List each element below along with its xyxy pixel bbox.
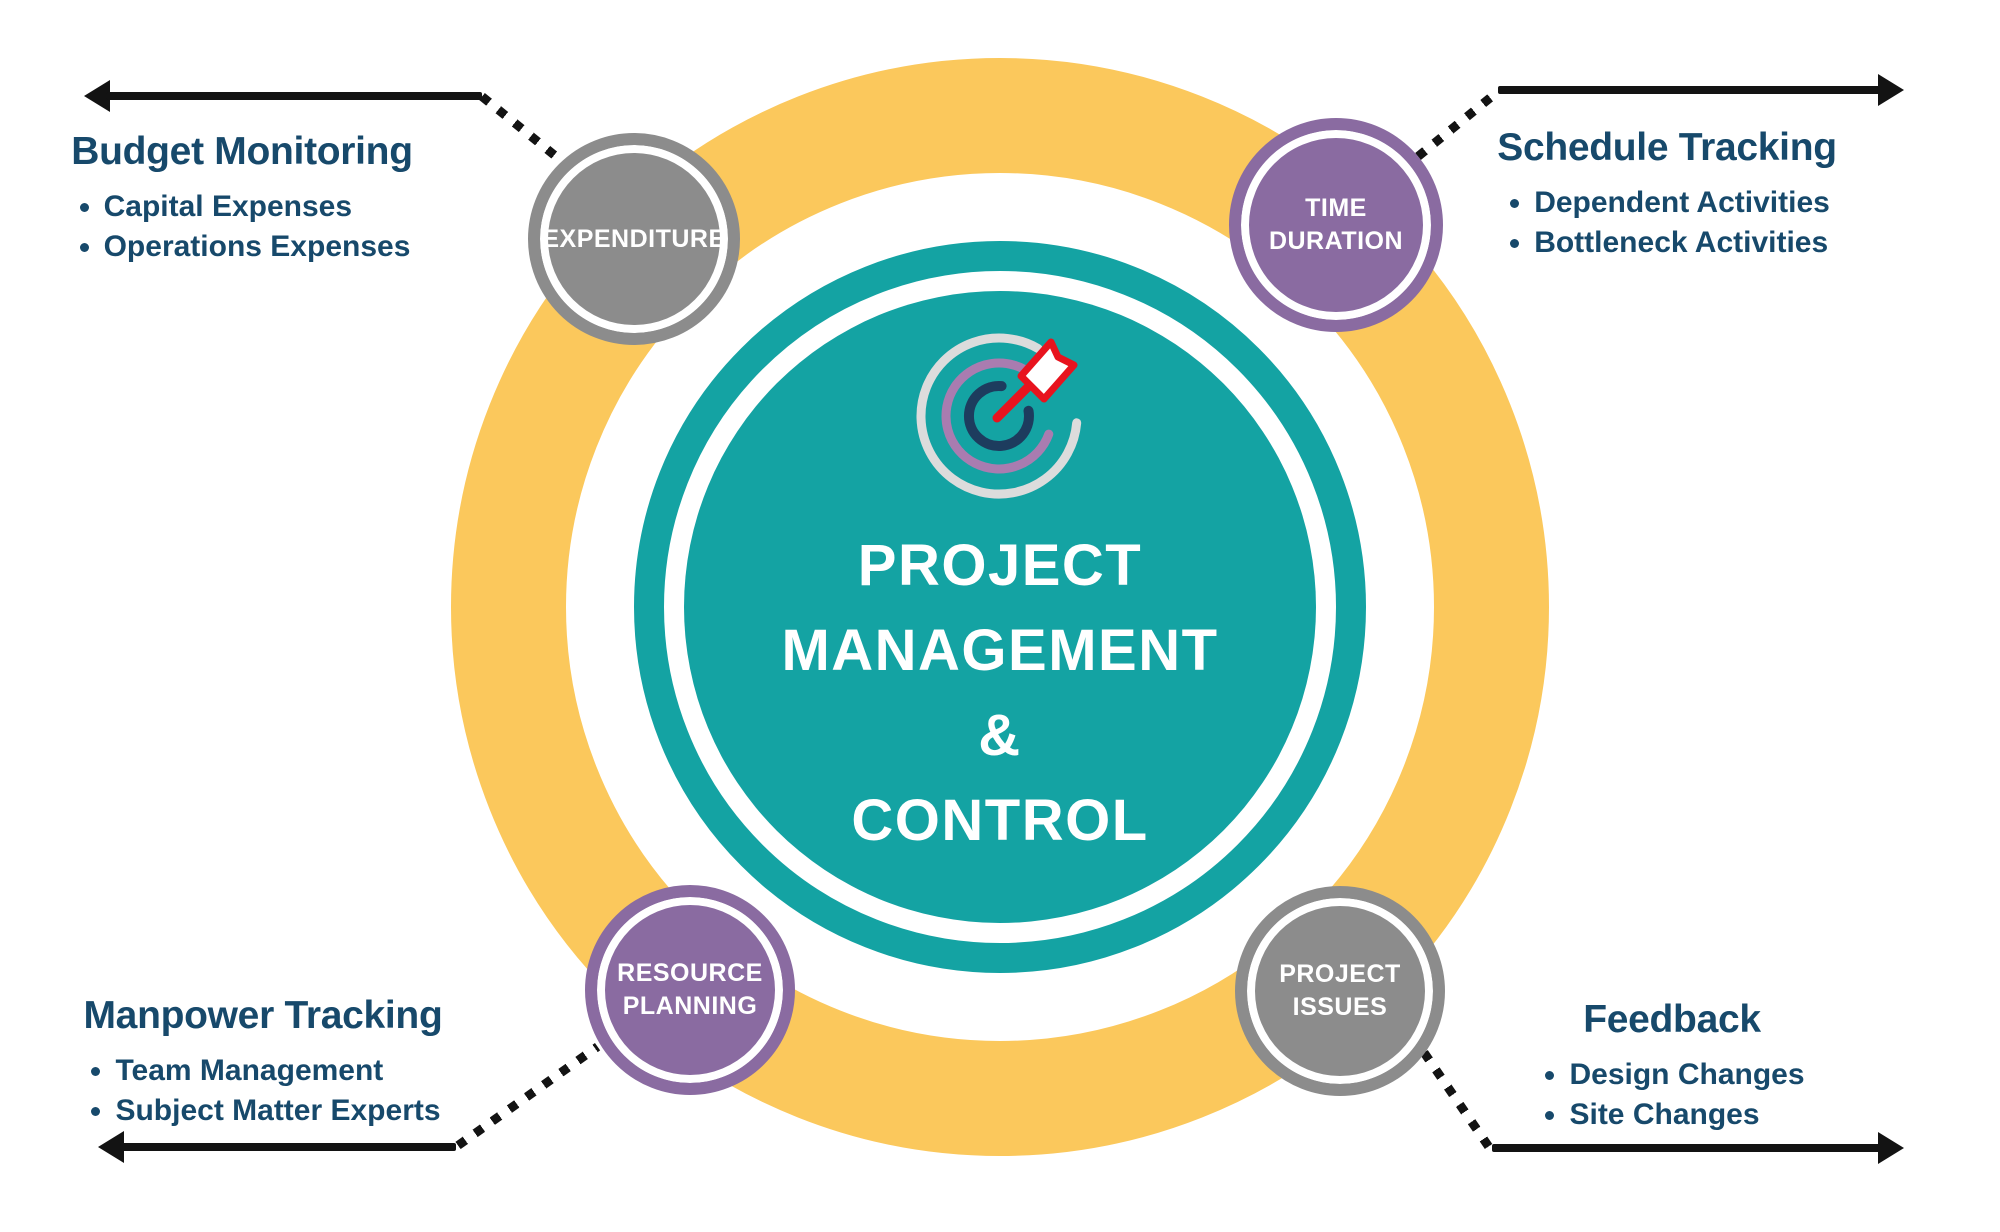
center-circle: PROJECT MANAGEMENT & CONTROL — [684, 291, 1316, 923]
bullet-item: Dependent Activities — [1534, 186, 1830, 220]
corner-title: Schedule Tracking — [1497, 126, 1837, 169]
circle-label-line: PROJECT — [1279, 960, 1401, 988]
dart-fletching — [1017, 338, 1078, 403]
bullet-item: Bottleneck Activities — [1534, 226, 1830, 260]
corner-bullet-list: Design Changes Site Changes — [1539, 1052, 1804, 1138]
circle-resource-planning: RESOURCE PLANNING — [585, 885, 795, 1095]
corner-title: Budget Monitoring — [71, 130, 413, 173]
circle-time-duration: TIME DURATION — [1229, 118, 1443, 332]
arrow-head-top-left — [84, 80, 110, 112]
corner-title: Feedback — [1583, 998, 1761, 1041]
corner-bullet-list: Team Management Subject Matter Experts — [85, 1048, 440, 1134]
corner-feedback: Feedback Design Changes Site Changes — [1472, 998, 1872, 1138]
bullet-item: Capital Expenses — [104, 190, 411, 224]
arrow-line-top-left — [106, 92, 482, 100]
arrow-head-top-right — [1878, 74, 1904, 106]
circle-label-line: RESOURCE — [617, 959, 763, 987]
bullet-item: Team Management — [115, 1054, 440, 1088]
arrow-head-bottom-left — [98, 1131, 124, 1163]
circle-label-line: EXPENDITURE — [542, 224, 726, 253]
target-inner-ring — [963, 381, 1034, 451]
target-middle-ring — [941, 358, 1054, 474]
circle-label-line: PLANNING — [622, 992, 758, 1020]
center-title-line: MANAGEMENT — [781, 618, 1219, 683]
dotted-connector-resource-planning — [455, 1043, 601, 1150]
dotted-connector-expenditure — [479, 93, 565, 165]
bullet-item: Site Changes — [1569, 1098, 1804, 1132]
corner-bullet-list: Capital Expenses Operations Expenses — [74, 184, 411, 270]
circle-label-line: DURATION — [1268, 227, 1404, 255]
center-title: PROJECT MANAGEMENT & CONTROL — [684, 523, 1316, 863]
target-outer-ring — [916, 333, 1082, 499]
corner-title: Manpower Tracking — [83, 994, 443, 1037]
arrow-line-top-right — [1498, 86, 1880, 94]
bullet-item: Subject Matter Experts — [115, 1094, 440, 1128]
target-dart-icon — [916, 333, 1082, 499]
arrow-line-bottom-left — [120, 1143, 456, 1151]
bullet-item: Design Changes — [1569, 1058, 1804, 1092]
center-title-line: PROJECT — [857, 533, 1143, 598]
circle-label-line: TIME — [1305, 194, 1367, 222]
center-title-line: CONTROL — [851, 788, 1149, 853]
circle-label-line: ISSUES — [1292, 993, 1388, 1021]
circle-expenditure: EXPENDITURE — [528, 133, 740, 345]
circle-project-issues: PROJECT ISSUES — [1235, 886, 1445, 1096]
corner-bullet-list: Dependent Activities Bottleneck Activiti… — [1504, 180, 1830, 266]
center-title-line: & — [978, 703, 1022, 768]
bullet-item: Operations Expenses — [104, 230, 411, 264]
corner-budget-monitoring: Budget Monitoring Capital Expenses Opera… — [42, 130, 442, 270]
corner-manpower-tracking: Manpower Tracking Team Management Subjec… — [63, 994, 463, 1134]
arrow-line-bottom-right — [1492, 1144, 1880, 1152]
corner-schedule-tracking: Schedule Tracking Dependent Activities B… — [1447, 126, 1887, 266]
arrow-head-bottom-right — [1878, 1132, 1904, 1164]
